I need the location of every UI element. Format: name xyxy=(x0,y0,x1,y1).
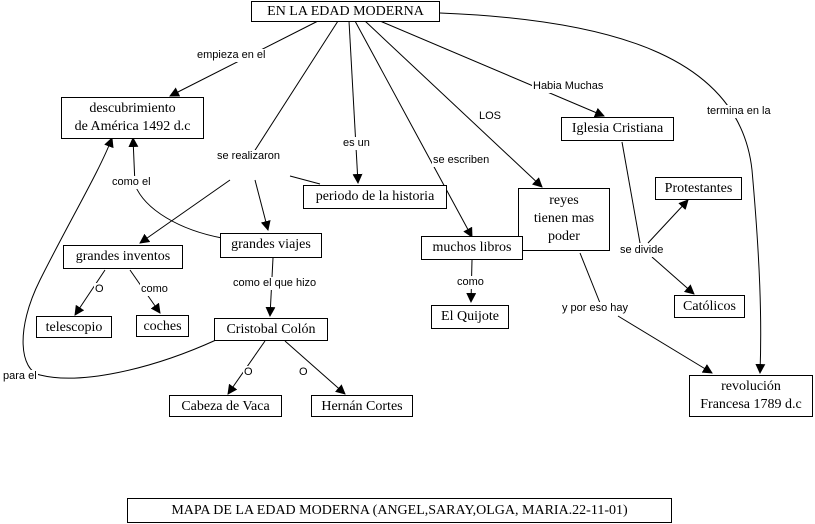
map-caption: MAPA DE LA EDAD MODERNA (ANGEL,SARAY,OLG… xyxy=(127,498,672,523)
node-descubrimiento: descubrimiento de América 1492 d.c xyxy=(61,97,204,139)
label-se-escriben: se escriben xyxy=(432,154,491,167)
label-para-el: para el xyxy=(2,370,38,383)
label-es-un: es un xyxy=(342,137,371,150)
edge-root-libros xyxy=(354,20,473,238)
label-habia-muchas: Habia Muchas xyxy=(532,80,605,93)
edge-root-reyes xyxy=(364,20,543,188)
edge-serealizaron-viajes xyxy=(254,179,271,231)
label-o-telescopio: O xyxy=(94,283,105,296)
label-empieza-en-el: empieza en el xyxy=(196,49,267,62)
node-iglesia-cristiana: Iglesia Cristiana xyxy=(561,117,674,141)
node-reyes: reyes tienen mas poder xyxy=(518,188,610,251)
label-como-el-que-hizo: como el que hizo xyxy=(232,277,318,290)
node-coches: coches xyxy=(136,315,189,337)
node-telescopio: telescopio xyxy=(36,316,112,338)
edge-root-iglesia xyxy=(379,20,605,118)
node-catolicos: Católicos xyxy=(674,295,745,318)
edge-root-periodo xyxy=(348,20,363,184)
label-termina-en-la: termina en la xyxy=(706,105,772,118)
node-grandes-inventos: grandes inventos xyxy=(63,245,183,269)
label-y-por-eso-hay: y por eso hay xyxy=(561,302,630,315)
node-descubrimiento-line2: de América 1492 d.c xyxy=(74,119,191,134)
node-cristobal-colon: Cristobal Colón xyxy=(214,318,328,341)
edge-sedivide-catolicos xyxy=(651,256,695,295)
edge-inventos-telescopio xyxy=(74,269,106,316)
node-revolucion-francesa: revolución Francesa 1789 d.c xyxy=(689,375,813,417)
edge-root-revolucion xyxy=(439,12,766,374)
node-grandes-viajes: grandes viajes xyxy=(220,233,322,258)
edge-serealizaron-inventos xyxy=(139,179,231,244)
edge-sedivide-protestantes xyxy=(647,199,689,244)
label-como-coches: como xyxy=(140,283,169,296)
edge-reyes-revolucion xyxy=(579,252,601,304)
node-protestantes: Protestantes xyxy=(655,177,742,200)
node-edad-moderna: EN LA EDAD MODERNA xyxy=(251,1,440,22)
label-o-hernan: O xyxy=(298,366,309,379)
node-hernan-cortes: Hernán Cortes xyxy=(311,395,413,417)
node-reyes-line2: tienen mas xyxy=(533,211,595,226)
label-los: LOS xyxy=(478,110,503,123)
label-se-divide: se divide xyxy=(619,244,665,257)
node-reyes-line1: reyes xyxy=(549,193,579,208)
node-muchos-libros: muchos libros xyxy=(421,236,523,260)
node-el-quijote: El Quijote xyxy=(431,305,509,329)
node-periodo-historia: periodo de la historia xyxy=(303,185,447,209)
label-como-quijote: como xyxy=(456,276,485,289)
edge-cristobal-descubrimiento xyxy=(22,137,217,379)
node-revolucion-line1: revolución xyxy=(721,379,781,394)
edge-serealizaron-periodo xyxy=(289,175,321,185)
label-o-cabeza: O xyxy=(243,366,254,379)
node-reyes-line3: poder xyxy=(548,229,580,244)
edge-cristobal-hernan xyxy=(284,340,346,395)
label-como-el: como el xyxy=(111,176,152,189)
node-descubrimiento-line1: descubrimiento xyxy=(89,101,176,116)
node-revolucion-line2: Francesa 1789 d.c xyxy=(700,397,802,412)
node-cabeza-de-vaca: Cabeza de Vaca xyxy=(169,395,282,417)
label-se-realizaron: se realizaron xyxy=(216,150,281,163)
edge-root-serealizaron xyxy=(249,20,339,159)
edge-iglesia-sedivide xyxy=(621,141,641,244)
edge-porsohay-revolucion xyxy=(617,315,713,374)
